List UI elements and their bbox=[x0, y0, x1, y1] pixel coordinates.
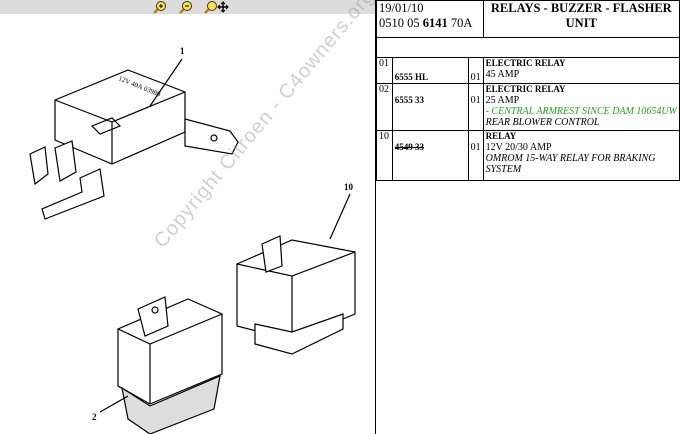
ref-bold: 6141 bbox=[422, 16, 448, 30]
part-number[interactable]: 6555 HL bbox=[391, 57, 469, 84]
qty: 01 bbox=[467, 57, 484, 84]
spec: 25 AMP bbox=[485, 95, 520, 106]
part-number[interactable]: 4549 33 bbox=[391, 130, 469, 181]
label-2: 2 bbox=[92, 412, 97, 422]
zoom-out-icon[interactable] bbox=[178, 0, 194, 14]
reference: 0510 05 6141 70A bbox=[379, 16, 481, 31]
ref: 10 bbox=[376, 130, 393, 181]
zoom-in-icon[interactable] bbox=[152, 0, 168, 14]
part-name: ELECTRIC RELAY bbox=[485, 58, 566, 68]
part-number[interactable]: 6555 33 bbox=[391, 83, 469, 131]
note: OMROM 15-WAY RELAY FOR BRAKING SYSTEM bbox=[485, 153, 656, 175]
ref: 01 bbox=[376, 57, 393, 84]
relay-1 bbox=[29, 69, 239, 220]
note: REAR BLOWER CONTROL bbox=[485, 117, 600, 128]
divider bbox=[375, 0, 376, 434]
label-10: 10 bbox=[344, 182, 354, 192]
page-title: RELAYS - BUZZER - FLASHER UNIT bbox=[482, 0, 680, 38]
label-1: 1 bbox=[180, 46, 185, 56]
relay-2 bbox=[117, 296, 223, 434]
part-name: ELECTRIC RELAY bbox=[485, 84, 566, 94]
spacer-row bbox=[376, 37, 680, 58]
qty: 01 bbox=[467, 83, 484, 131]
spec: 45 AMP bbox=[485, 69, 520, 80]
qty: 01 bbox=[467, 130, 484, 181]
relay-diagram: 12V 40A 03980 1 10 2 bbox=[29, 46, 356, 434]
diagram-panel: 12V 40A 03980 1 10 2 Copyright Citroen -… bbox=[0, 0, 379, 434]
toolbar bbox=[0, 0, 375, 14]
ref-prefix: 0510 05 bbox=[379, 16, 423, 30]
zoom-pan-icon[interactable] bbox=[203, 0, 229, 14]
date: 19/01/10 bbox=[379, 1, 424, 15]
part-name: RELAY bbox=[485, 131, 517, 141]
ref-suffix: 70A bbox=[447, 16, 473, 30]
note-green: - CENTRAL ARMREST SINCE DAM 10654UW bbox=[485, 106, 677, 117]
relay-10 bbox=[236, 235, 356, 355]
spec: 12V 20/30 AMP bbox=[485, 142, 552, 153]
ref: 02 bbox=[376, 83, 393, 131]
